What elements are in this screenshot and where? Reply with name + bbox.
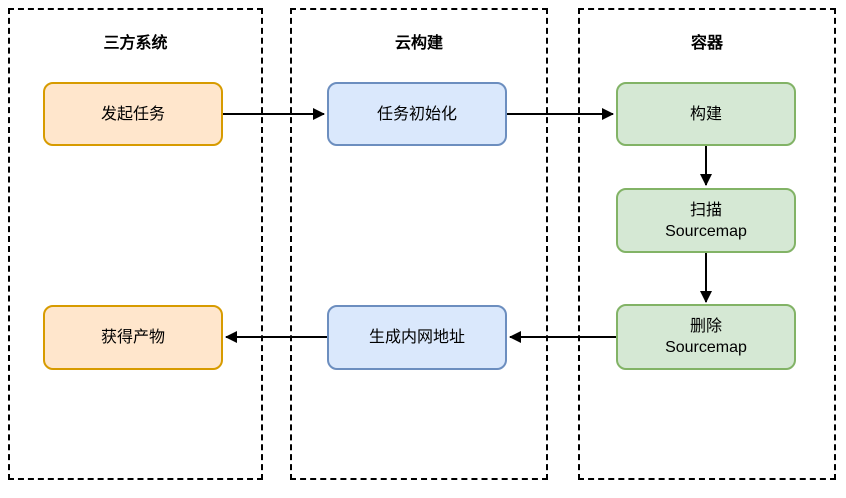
lane-container: 容器: [578, 8, 836, 480]
lane-third-party-system: 三方系统: [8, 8, 263, 480]
lane-title-third-party-system: 三方系统: [103, 35, 168, 52]
node-scan-sourcemap-label-line1: 扫描: [689, 201, 722, 219]
node-initiate-task: 发起任务: [43, 82, 223, 146]
node-delete-sourcemap-label-line1: 删除: [689, 318, 722, 335]
node-scan-sourcemap-label-line2: Sourcemap: [665, 222, 747, 240]
lane-cloud-build: 云构建: [290, 8, 548, 480]
node-build-label: 构建: [689, 105, 722, 123]
node-scan-sourcemap: 扫描 Sourcemap: [616, 188, 796, 253]
node-build: 构建: [616, 82, 796, 146]
node-obtain-artifacts: 获得产物: [43, 305, 223, 370]
node-initiate-task-label: 发起任务: [100, 105, 165, 123]
node-generate-intranet-url-label: 生成内网地址: [368, 329, 465, 346]
node-task-init: 任务初始化: [327, 82, 507, 146]
node-task-init-label: 任务初始化: [376, 105, 457, 123]
node-obtain-artifacts-label: 获得产物: [100, 329, 165, 346]
lane-title-cloud-build: 云构建: [394, 35, 443, 52]
node-delete-sourcemap-label-line2: Sourcemap: [665, 339, 747, 356]
lane-title-container: 容器: [690, 35, 723, 52]
node-delete-sourcemap: 删除 Sourcemap: [616, 304, 796, 370]
node-generate-intranet-url: 生成内网地址: [327, 305, 507, 370]
